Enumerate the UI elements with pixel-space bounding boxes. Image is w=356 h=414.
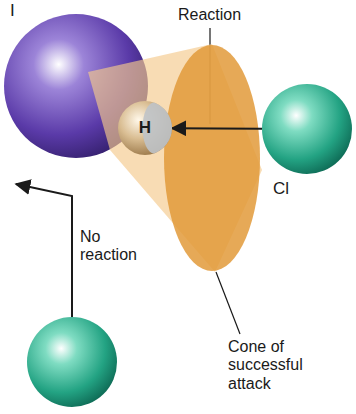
cone-body xyxy=(88,44,262,272)
reaction-arrow xyxy=(172,127,262,130)
edge-label: Reaction xyxy=(178,6,241,24)
atom-label: Cl xyxy=(273,179,356,199)
leader-line xyxy=(216,272,240,334)
atom-sphere xyxy=(262,84,352,174)
callout-label: No reaction xyxy=(80,228,150,265)
atom-label: H xyxy=(139,118,151,138)
hydrogen-atom: H xyxy=(118,101,172,155)
chlorine-atom: Cl xyxy=(261,83,353,205)
callout-label: Cone of successful attack xyxy=(228,338,312,393)
cone-base xyxy=(164,45,260,271)
atom-label: I xyxy=(10,1,156,21)
atom-sphere xyxy=(118,101,172,155)
chlorine-atom xyxy=(27,317,117,407)
no-reaction-arrow xyxy=(16,184,72,317)
